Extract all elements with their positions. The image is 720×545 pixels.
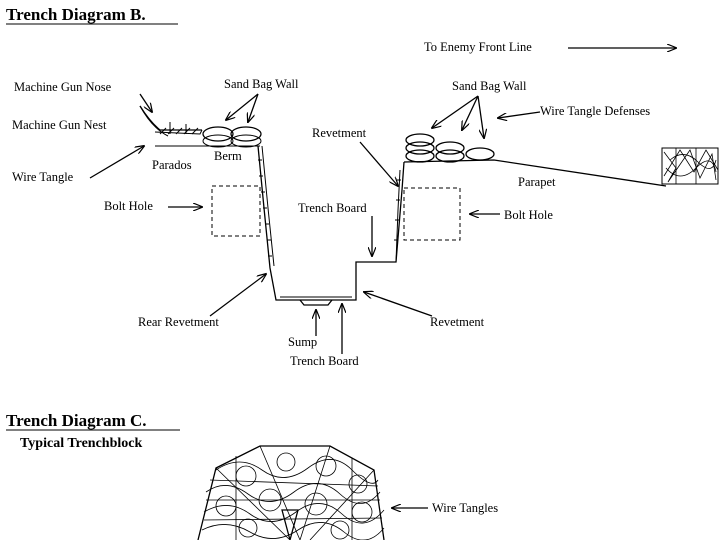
label-revetment-bottom: Revetment (430, 315, 485, 329)
sandbag-wall-left (202, 126, 262, 148)
sump (299, 299, 333, 306)
diagram-c-title: Trench Diagram C. (6, 411, 147, 430)
machine-gun-nest-hatching (159, 122, 199, 135)
typical-trenchblock-wire (197, 445, 385, 543)
label-trench-board-bottom: Trench Board (290, 354, 359, 368)
label-sump: Sump (288, 335, 317, 349)
label-sand-bag-wall-left: Sand Bag Wall (224, 77, 299, 91)
diagram-c-subtitle: Typical Trenchblock (20, 436, 142, 451)
rear-revetment-inner (261, 145, 275, 267)
label-wire-tangle-defenses: Wire Tangle Defenses (540, 104, 650, 118)
bolt-hole-left (211, 185, 261, 237)
diagram-b-title: Trench Diagram B. (6, 5, 146, 24)
machine-gun-nest-slope (139, 105, 202, 131)
sandbag-wall-right (405, 133, 495, 163)
label-sand-bag-wall-right: Sand Bag Wall (452, 79, 527, 93)
label-berm: Berm (214, 149, 242, 163)
trench-outline (257, 145, 405, 301)
label-parapet: Parapet (518, 175, 556, 189)
label-enemy-front-line: To Enemy Front Line (424, 40, 532, 54)
label-parados: Parados (152, 158, 192, 172)
label-rear-revetment: Rear Revetment (138, 315, 219, 329)
wire-tangle-defenses (661, 147, 719, 185)
label-revetment-top: Revetment (312, 126, 367, 140)
label-bolt-hole-left: Bolt Hole (104, 199, 153, 213)
bolt-hole-right (403, 187, 461, 241)
label-trench-board-mid: Trench Board (298, 201, 367, 215)
parapet-ground (403, 159, 667, 187)
label-bolt-hole-right: Bolt Hole (504, 208, 553, 222)
label-wire-tangle: Wire Tangle (12, 170, 74, 184)
trench-cross-section (139, 105, 719, 306)
label-wire-tangles: Wire Tangles (432, 501, 498, 515)
label-machine-gun-nose: Machine Gun Nose (14, 80, 112, 94)
label-machine-gun-nest: Machine Gun Nest (12, 118, 107, 132)
